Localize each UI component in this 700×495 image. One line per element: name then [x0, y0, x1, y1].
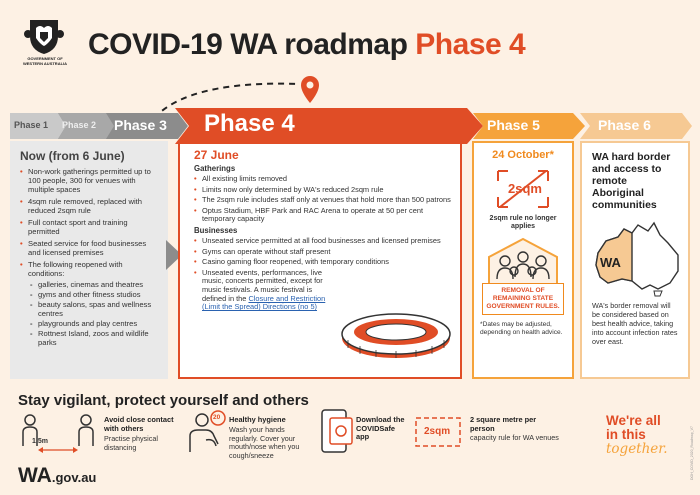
border-note: WA's border removal will be considered b… [592, 301, 678, 346]
wa-crest-icon [24, 20, 64, 54]
phase-3-label: Phase 3 [114, 117, 167, 133]
list-item: Rottnest Island, zoos and wildlife parks [28, 329, 160, 347]
list-item: 4sqm rule removed, replaced with reduced… [20, 197, 160, 215]
phase-6-label: Phase 6 [598, 117, 651, 133]
together-line-1: We're all [606, 413, 661, 428]
wa-gov-suffix: .gov.au [51, 470, 97, 485]
list-item: Full contact sport and training permitte… [20, 218, 160, 236]
events-text: Unseated events, performances, live musi… [202, 267, 323, 303]
wa-map-label: WA [600, 255, 621, 270]
directions-link[interactable]: Closure and Restriction (Limit the Sprea… [202, 293, 326, 312]
list-item: beauty salons, spas and wellness centres [28, 300, 160, 318]
dates-note: *Dates may be adjusted, depending on hea… [480, 321, 563, 336]
tip-distancing-body: Practise physical distancing [104, 434, 158, 452]
wa-gov-link[interactable]: WA.gov.au [18, 464, 96, 488]
now-heading: Now (from 6 June) [20, 149, 125, 163]
tip-distancing-title: Avoid close contact with others [104, 415, 174, 433]
businesses-heading: Businesses [194, 225, 238, 235]
tip-sqm-body: capacity rule for WA venues [470, 433, 559, 442]
phase-4-label: Phase 4 [204, 110, 295, 137]
document-code: DOH_COVID_2020_Roadmap_V7 [690, 426, 694, 480]
sqm-frame-icon [497, 170, 549, 208]
crest-caption: GOVERNMENT OF WESTERN AUSTRALIA [22, 56, 68, 66]
together-line-2: in this [606, 427, 646, 442]
progress-arc-icon [153, 76, 319, 118]
australia-map: WA [592, 219, 680, 297]
list-item: The following reopened with conditions: … [20, 260, 160, 347]
phase-1-label: Phase 1 [14, 120, 49, 130]
page-title: COVID-19 WA roadmap Phase 4 [88, 28, 526, 62]
phase-bar-past [10, 113, 188, 139]
list-item: gyms and other fitness studios [28, 290, 160, 299]
list-item: Non-work gatherings permitted up to 100 … [20, 167, 160, 194]
phase-5-column: 24 October* 2sqm 2sqm rule no longer app… [472, 141, 574, 379]
tip-app-title: Download the COVIDSafe app [356, 415, 405, 441]
gatherings-heading: Gatherings [194, 164, 236, 173]
wa-gov-main: WA [18, 464, 52, 487]
stadium-icon [341, 313, 451, 358]
together-line-3: together. [606, 441, 668, 457]
now-column: Now (from 6 June) Non-work gatherings pe… [10, 141, 168, 379]
now-list: Non-work gatherings permitted up to 100 … [20, 167, 160, 347]
sqm-capacity-icon [415, 417, 461, 447]
tip-hygiene-body: Wash your hands regularly. Cover your mo… [229, 425, 300, 460]
sqm-crossed-icon: 2sqm [494, 167, 552, 211]
phase-4-column: 27 June Gatherings All existing limits r… [178, 144, 462, 379]
list-item-text: The following reopened with conditions: [28, 260, 123, 278]
together-slogan: We're all in this together. [606, 413, 668, 457]
distance-label: 1.5m [32, 438, 48, 445]
phone-app-icon [321, 409, 353, 453]
list-item: Unseated events, performances, live musi… [194, 267, 326, 312]
phase-5-date: 24 October* [492, 149, 554, 161]
title-main: COVID-19 WA roadmap [88, 28, 408, 61]
phase-bar-future [580, 113, 692, 139]
physical-distancing-icon [22, 414, 94, 453]
phase-4-date: 27 June [194, 148, 239, 162]
removal-badge: REMOVAL OF REMAINING STATE GOVERNMENT RU… [482, 283, 564, 315]
businesses-list: Unseated service permitted at all food b… [194, 236, 452, 312]
phase-bar-next [473, 113, 585, 139]
gatherings-list: All existing limits removed Limits now o… [194, 174, 452, 224]
list-item: Gyms can operate without staff present [194, 247, 452, 257]
crowd-icon [488, 237, 558, 291]
hand-washing-icon [189, 410, 226, 452]
list-item: playgrounds and play centres [28, 319, 160, 328]
list-item: The 2sqm rule includes staff only at ven… [194, 196, 452, 205]
phase-2-label: Phase 2 [62, 120, 97, 130]
now-sub-list: galleries, cinemas and theatres gyms and… [28, 280, 160, 347]
list-item: Optus Stadium, HBF Park and RAC Arena to… [194, 206, 452, 224]
list-item: Seated service for food businesses and l… [20, 239, 160, 257]
title-phase: Phase 4 [415, 28, 526, 61]
phase-6-heading: WA hard border and access to remote Abor… [592, 151, 671, 211]
sqm-rule-text: 2sqm rule no longer applies [489, 215, 557, 230]
list-item: All existing limits removed [194, 174, 452, 184]
list-item: Casino gaming floor reopened, with tempo… [194, 258, 452, 267]
list-item: Unseated service permitted at all food b… [194, 236, 452, 246]
phase-5-label: Phase 5 [487, 117, 540, 133]
australia-map-icon [595, 221, 679, 297]
list-item: galleries, cinemas and theatres [28, 280, 160, 289]
arrow-right-icon [166, 240, 182, 270]
phase-6-column: WA hard border and access to remote Abor… [580, 141, 690, 379]
list-item: Limits now only determined by WA's reduc… [194, 185, 452, 195]
phase-bar-current [175, 108, 483, 144]
sqm-label: 2sqm [508, 181, 542, 196]
sqm-badge: 2sqm [424, 426, 451, 437]
hygiene-seconds-badge: 20 [213, 414, 221, 421]
stay-vigilant-heading: Stay vigilant, protect yourself and othe… [18, 392, 309, 409]
tip-hygiene-title: Healthy hygiene [229, 415, 286, 424]
tip-sqm-title: 2 square metre per person [470, 415, 537, 433]
